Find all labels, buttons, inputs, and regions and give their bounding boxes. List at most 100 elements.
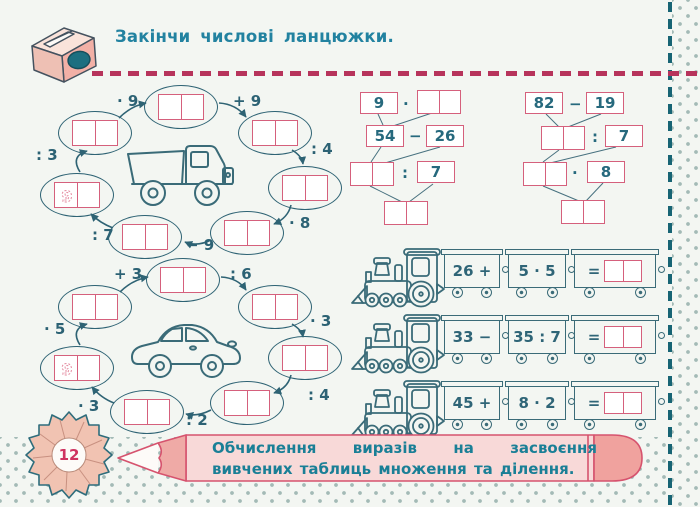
wagon: = [571,249,659,301]
wagon-expression: 33 − [452,328,492,346]
tree2-operator: · [572,164,578,182]
answer-box[interactable] [160,267,206,293]
answer-box[interactable] [122,224,168,250]
car-image [131,324,241,378]
tree1-value: 9 [360,92,398,114]
answer-box-start[interactable]: 9 [54,355,100,381]
wagon: 45 + [441,381,503,433]
answer-box[interactable] [252,294,298,320]
tree1-result-box[interactable] [384,201,428,225]
tree2-operator: − [569,95,582,113]
train-answer-box[interactable] [604,260,643,282]
tree2-value: 7 [605,125,643,147]
train-row-1: 26 + 5 · 5 = [350,242,670,308]
chain1-oval-start: 9 [40,173,114,217]
answer-box-start[interactable]: 9 [54,182,100,208]
wagon-expression: 35 : 7 [513,328,561,346]
chain1-oval-topleft [58,111,132,155]
answer-box[interactable] [282,345,328,371]
answer-box[interactable] [224,390,270,416]
chain-operation-label: · 8 [289,214,311,232]
wagon: 35 : 7 [505,315,569,367]
wagon-wheel [547,419,558,430]
tree2-value: 8 [587,161,625,183]
tree2-value: 82 [525,92,563,114]
chain-operation-label: : 7 [92,226,114,244]
tree1-value: 54 [366,125,404,147]
answer-box[interactable] [252,120,298,146]
dump-truck-image [127,145,234,206]
wagon-wheel [481,287,492,298]
lesson-objective-text: Обчислення виразів на засвоєння вивчених… [212,439,597,478]
tree2-result-box[interactable] [561,200,605,224]
coupler-buffer [658,266,665,273]
chain1-oval-right [268,166,342,210]
tree2-answer-box[interactable] [523,162,567,186]
page-number: 12 [59,446,80,464]
train-answer-box[interactable] [604,326,643,348]
tree1-value: 26 [426,125,464,147]
wagon-expression: 26 + [452,262,492,280]
wagon-wheel [481,353,492,364]
page-number-badge: 12 [25,411,113,499]
chain2-oval-topleft [58,285,132,329]
trace-digit[interactable]: 9 [56,359,78,380]
pencil-banner [117,434,643,482]
equals-sign: = [587,328,601,346]
chain1-oval-bottomright [210,211,284,255]
wagon-wheel [635,287,646,298]
equals-sign: = [587,394,601,412]
chain-operation-label: · 9 [117,92,139,110]
tree1-operator: · [403,95,409,113]
answer-box[interactable] [72,120,118,146]
wagon-expression: 5 · 5 [518,262,556,280]
tree1-operator: : [402,164,408,182]
page-title: Закінчи числові ланцюжки. [115,27,395,46]
chain-operation-label: : 3 [36,146,58,164]
red-dashed-divider [92,71,698,76]
chain-operation-label: : 6 [230,265,252,283]
wagon-expression: 45 + [452,394,492,412]
wagon-wheel [516,353,527,364]
chain-operation-label: + 9 [233,92,262,110]
coupler-buffer [658,332,665,339]
answer-box[interactable] [158,94,204,120]
equals-sign: = [587,262,601,280]
chain1-oval-topright [238,111,312,155]
trace-digit[interactable]: 9 [56,186,78,207]
dotted-margin-right [672,0,700,507]
wagon-wheel [481,419,492,430]
svg-text:9: 9 [61,360,72,379]
answer-box[interactable] [282,175,328,201]
chain1-oval-bottom [108,215,182,259]
chain-operation-label: + 3 [114,265,143,283]
locomotive-icon [351,380,445,440]
tree2-answer-box[interactable] [541,126,585,150]
chain2-oval-top [146,258,220,302]
chain-operation-label: : 2 [186,411,208,429]
page-edge-dashed-line [668,2,672,505]
wagon-wheel [547,353,558,364]
wagon: 33 − [441,315,503,367]
wagon: = [571,315,659,367]
chain2-oval-bottom [110,390,184,434]
sharpener-icon [31,27,97,83]
chain-operation-label: : 4 [308,386,330,404]
wagon-wheel [452,419,463,430]
train-answer-box[interactable] [604,392,643,414]
answer-box[interactable] [224,220,270,246]
chain2-oval-start: 9 [40,346,114,390]
wagon: = [571,381,659,433]
wagon-wheel [547,287,558,298]
answer-box[interactable] [72,294,118,320]
tree2-value: 19 [586,92,624,114]
wagon-wheel [584,419,595,430]
chain2-oval-right [268,336,342,380]
chain-operation-label: · 3 [78,397,100,415]
answer-box[interactable] [124,399,170,425]
tree1-operator: − [409,127,422,145]
tree1-answer-box[interactable] [350,162,394,186]
wagon-wheel [635,353,646,364]
tree1-answer-box[interactable] [417,90,461,114]
